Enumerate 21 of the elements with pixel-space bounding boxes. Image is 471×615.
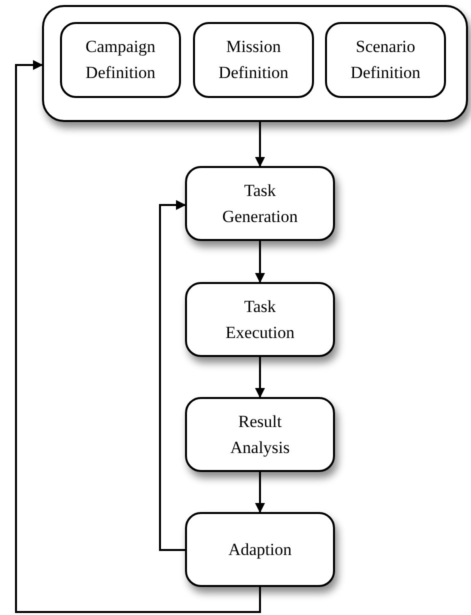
process-box (185, 166, 335, 241)
process-box (325, 22, 446, 98)
process-box (185, 512, 335, 587)
group-container (42, 5, 468, 122)
box-label: Adaption (228, 538, 292, 561)
arrow (15, 60, 261, 613)
arrow (159, 200, 186, 551)
arrow (255, 122, 265, 167)
process-box (193, 22, 314, 98)
arrow (255, 357, 265, 398)
box-label: Task Execution (224, 296, 296, 344)
process-box (60, 22, 181, 98)
box-label: Scenario Definition (350, 36, 422, 84)
box-label: Task Generation (221, 180, 299, 228)
box-label: Campaign Definition (84, 36, 156, 84)
arrow (255, 241, 265, 283)
process-box (185, 282, 335, 357)
box-label: Mission Definition (218, 36, 290, 84)
arrow (255, 472, 265, 513)
box-label: Result Analysis (229, 410, 291, 459)
process-box (185, 397, 335, 472)
